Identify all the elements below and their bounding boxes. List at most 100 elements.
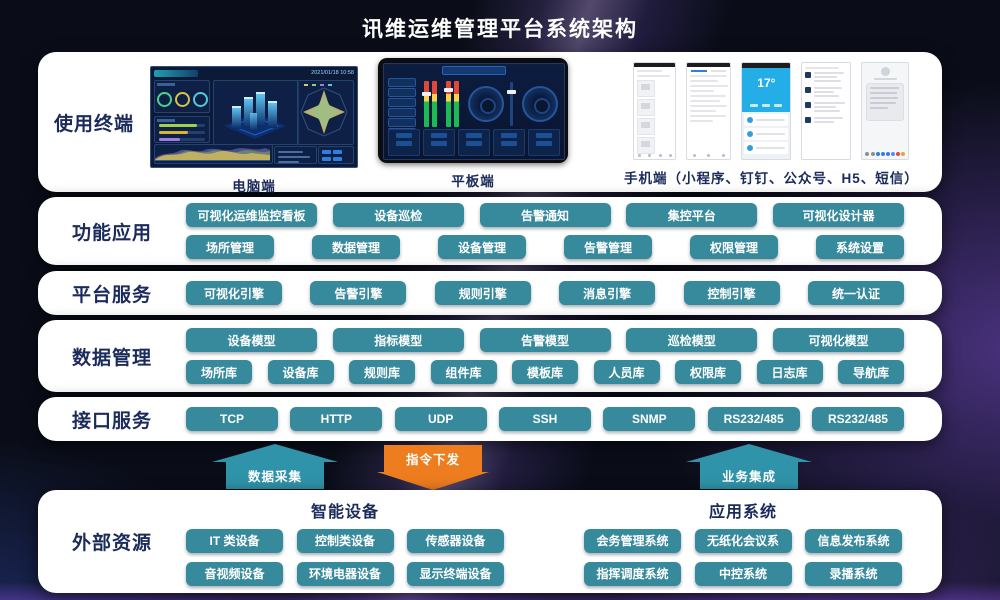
data-chip: 导航库 [838, 360, 904, 384]
vu-meter [424, 81, 429, 127]
arrow-down-icon [377, 472, 489, 490]
data-chip: 模板库 [512, 360, 578, 384]
pc-3d-chart [213, 80, 299, 145]
external-chip: IT 类设备 [186, 528, 283, 553]
pc-stats-panel [274, 146, 317, 164]
data-chip: 巡检模型 [626, 328, 758, 352]
external-chip: 显示终端设备 [407, 561, 504, 586]
app-chip: 数据管理 [312, 235, 400, 259]
data-chip: 组件库 [430, 360, 497, 384]
external-chip: 录播系统 [805, 561, 902, 586]
interface-chip: SNMP [603, 407, 696, 431]
app-chip: 设备巡检 [332, 203, 464, 227]
interface-chip: TCP [186, 407, 278, 431]
external-chip: 控制类设备 [296, 528, 394, 553]
external-group-systems: 应用系统 会务管理系统 无纸化会议系 信息发布系统 指挥调度系统 中控系统 录播… [584, 498, 902, 586]
arrow-label: 指令下发 [384, 445, 482, 472]
platform-chip: 规则引擎 [434, 281, 531, 305]
arrow-business-integrate: 业务集成 [686, 444, 812, 489]
tablet-caption: 平板端 [451, 174, 495, 189]
pc-dashboard-screenshot: 2021/01/18 10:58 [150, 66, 358, 168]
tablet-screenshot [378, 58, 568, 163]
app-chip: 可视化设计器 [773, 203, 904, 227]
app-chip: 设备管理 [438, 235, 526, 259]
panel-platform: 平台服务 可视化引擎 告警引擎 规则引擎 消息引擎 控制引擎 统一认证 [38, 271, 942, 315]
platform-chip: 可视化引擎 [186, 281, 282, 305]
apps-label: 功能应用 [71, 222, 152, 244]
external-label: 外部资源 [71, 533, 152, 554]
pc-radar-chart [297, 80, 354, 145]
external-chip: 音视频设备 [186, 561, 283, 586]
platform-label: 平台服务 [71, 284, 152, 306]
panel-apps: 功能应用 可视化运维监控看板 设备巡检 告警通知 集控平台 可视化设计器 场所管… [38, 197, 942, 265]
external-chip: 传感器设备 [407, 528, 504, 553]
arrow-up-icon [212, 444, 338, 462]
platform-chip: 消息引擎 [559, 281, 656, 305]
arrow-label: 业务集成 [700, 462, 798, 489]
panel-data: 数据管理 设备模型 指标模型 告警模型 巡检模型 可视化模型 场所库 设备库 规… [38, 320, 942, 392]
external-group-devices: 智能设备 IT 类设备 控制类设备 传感器设备 音视频设备 环境电器设备 显示终… [186, 498, 504, 586]
interface-chip: HTTP [290, 407, 383, 431]
phone-dingtalk [686, 62, 732, 160]
platform-chip: 统一认证 [807, 281, 904, 305]
pc-control-panel [318, 146, 354, 164]
panel-terminals: 使用终端 2021/01/18 10:58 [38, 52, 942, 195]
phone-official-account [801, 62, 852, 160]
phone-caption: 手机端（小程序、钉钉、公众号、H5、短信） [624, 171, 919, 186]
arrow-up-icon [686, 444, 812, 462]
external-chip: 信息发布系统 [805, 528, 902, 553]
platform-chip: 控制引擎 [683, 281, 780, 305]
pc-area-chart [154, 144, 273, 164]
tablet-terminal: 平板端 [378, 58, 568, 190]
data-chip: 日志库 [756, 360, 823, 384]
sms-toolbar [865, 152, 906, 156]
app-chip: 系统设置 [816, 235, 904, 259]
data-chip: 场所库 [186, 360, 252, 384]
app-chip: 权限管理 [690, 235, 778, 259]
pc-dashboard-title-chip [154, 70, 198, 77]
pc-terminal: 2021/01/18 10:58 [150, 66, 358, 195]
group-title: 智能设备 [310, 503, 379, 521]
data-chip: 人员库 [593, 360, 660, 384]
pc-gauge-panel [154, 80, 210, 113]
data-chip: 指标模型 [332, 328, 464, 352]
data-chip: 规则库 [349, 360, 415, 384]
interface-chip: UDP [394, 407, 487, 431]
phone-miniprogram [633, 62, 677, 160]
arrow-command-dispatch: 指令下发 [377, 445, 489, 490]
panel-interfaces: 接口服务 TCP HTTP UDP SSH SNMP RS232/485 RS2… [38, 397, 942, 441]
data-chip: 可视化模型 [773, 328, 904, 352]
speaker-dial [468, 86, 504, 122]
arrow-data-collect: 数据采集 [212, 444, 338, 489]
pc-bar-panel [154, 116, 210, 143]
data-label: 数据管理 [71, 347, 152, 369]
app-chip: 集控平台 [626, 203, 758, 227]
interface-chip: RS232/485 [707, 407, 800, 431]
pc-dashboard-date: 2021/01/18 10:58 [311, 70, 354, 76]
external-chip: 环境电器设备 [296, 561, 394, 586]
terminals-label: 使用终端 [53, 113, 134, 135]
arrow-label: 数据采集 [226, 462, 324, 489]
interfaces-label: 接口服务 [71, 410, 152, 432]
data-chip: 设备模型 [186, 328, 317, 352]
phone-temperature-card: 17° [742, 68, 791, 112]
phone-sms [861, 62, 910, 160]
app-chip: 告警通知 [479, 203, 611, 227]
interface-chip: SSH [498, 407, 591, 431]
external-chip: 中控系统 [694, 561, 792, 586]
data-chip: 告警模型 [479, 328, 611, 352]
panel-external: 外部资源 智能设备 IT 类设备 控制类设备 传感器设备 音视频设备 环境电器设… [38, 490, 942, 593]
pc-caption: 电脑端 [232, 179, 276, 194]
external-chip: 无纸化会议系 [694, 528, 792, 553]
interface-chip: RS232/485 [811, 407, 904, 431]
page-title: 讯维运维管理平台系统架构 [362, 18, 638, 41]
data-chip: 权限库 [675, 360, 741, 384]
external-chip: 会务管理系统 [584, 528, 681, 553]
external-chip: 指挥调度系统 [584, 561, 681, 586]
tablet-header [442, 66, 506, 75]
data-chip: 设备库 [267, 360, 334, 384]
phone-h5-control: 17° [741, 62, 792, 160]
app-chip: 告警管理 [564, 235, 652, 259]
group-title: 应用系统 [708, 503, 777, 521]
app-chip: 场所管理 [186, 235, 274, 259]
